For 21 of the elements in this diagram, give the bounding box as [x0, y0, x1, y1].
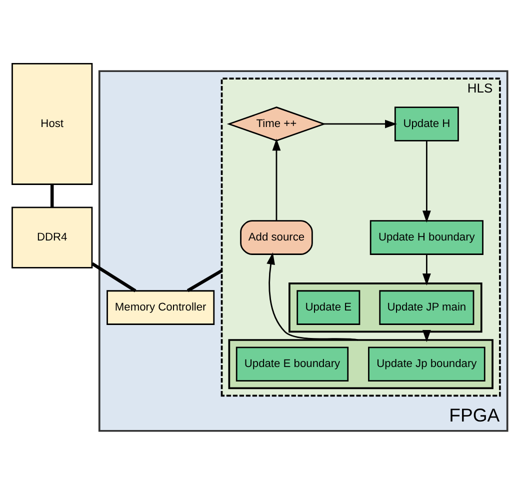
arrow [324, 120, 398, 128]
arrow [272, 138, 281, 221]
node-box: Update Jp boundary [368, 346, 486, 382]
arrow [422, 254, 431, 286]
arrow [266, 252, 358, 341]
node-box: Host [12, 63, 93, 185]
node-box: Update E [296, 290, 360, 325]
connector [50, 184, 54, 208]
node-box: Update H [394, 106, 459, 142]
cluster [228, 339, 494, 390]
node-diamond: Time ++ [226, 106, 326, 142]
cluster [288, 282, 482, 333]
connector [186, 269, 223, 292]
node-box: Update JP main [379, 290, 474, 325]
node-box: Memory Controller [106, 290, 215, 325]
node-box: Add source [240, 220, 313, 255]
node-box: Update H boundary [370, 220, 484, 255]
connector [91, 262, 136, 292]
arrow [422, 140, 431, 223]
node-box: Update E boundary [236, 346, 349, 382]
node-box: DDR4 [12, 206, 93, 268]
